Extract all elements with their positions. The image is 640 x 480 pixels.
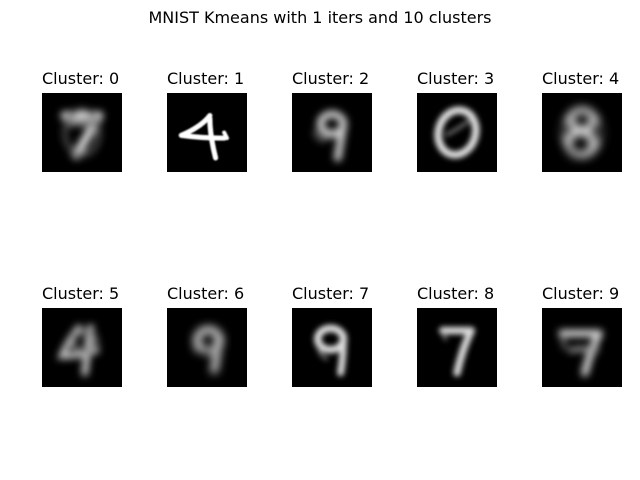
cluster-image-1: [167, 93, 247, 172]
cluster-image-6: [167, 308, 247, 387]
cluster-title-8: Cluster: 8: [417, 284, 495, 303]
cluster-image-4: [542, 93, 622, 172]
cluster-image-7: [292, 308, 372, 387]
cluster-image-3: [417, 93, 497, 172]
cluster-title-1: Cluster: 1: [167, 69, 245, 88]
cluster-title-7: Cluster: 7: [292, 284, 370, 303]
cluster-title-0: Cluster: 0: [42, 69, 120, 88]
cluster-title-9: Cluster: 9: [542, 284, 620, 303]
cluster-title-2: Cluster: 2: [292, 69, 370, 88]
cluster-image-8: [417, 308, 497, 387]
cluster-title-5: Cluster: 5: [42, 284, 120, 303]
cluster-title-3: Cluster: 3: [417, 69, 495, 88]
cluster-image-5: [42, 308, 122, 387]
figure-title: MNIST Kmeans with 1 iters and 10 cluster…: [148, 8, 492, 27]
cluster-title-4: Cluster: 4: [542, 69, 620, 88]
cluster-image-2: [292, 93, 372, 172]
cluster-image-9: [542, 308, 622, 387]
cluster-title-6: Cluster: 6: [167, 284, 245, 303]
cluster-image-0: [42, 93, 122, 172]
